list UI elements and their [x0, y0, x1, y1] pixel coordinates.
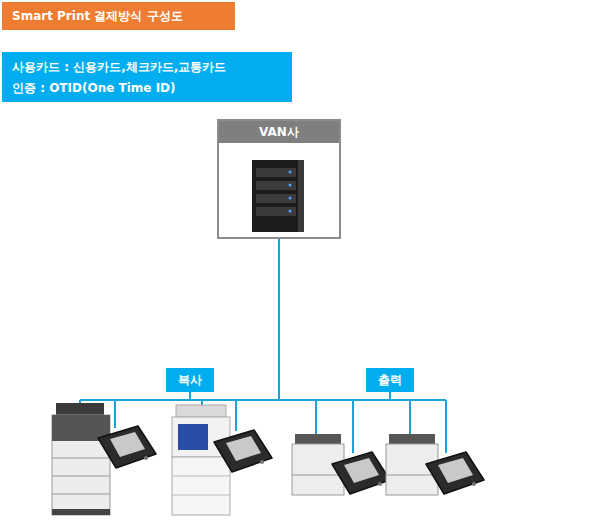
copier-symbol — [172, 405, 230, 515]
tray-line — [52, 476, 110, 477]
copier-cabinet — [172, 457, 230, 515]
title-bar: Smart Print 결제방식 구성도 — [2, 2, 235, 30]
box-text: 복사 — [166, 368, 214, 392]
drop-line — [445, 400, 447, 453]
printer-body — [292, 444, 344, 495]
copier-scanner — [56, 403, 104, 415]
printer-symbol — [292, 434, 344, 495]
bus-line — [80, 399, 446, 401]
copier-base — [52, 509, 110, 515]
drop-line — [79, 400, 81, 404]
tray-line — [292, 475, 344, 476]
tray-line — [172, 476, 230, 477]
drop-line — [235, 400, 237, 431]
box-text: 사용카드 : 신용카드,체크카드,교통카드 — [12, 57, 282, 78]
tray-line — [172, 495, 230, 496]
server-box: VAN사 — [217, 119, 341, 239]
printer-body — [386, 444, 438, 495]
group-tag: 출력 — [366, 368, 414, 392]
copier-panel — [52, 415, 110, 441]
tray-line — [52, 458, 110, 459]
box-text: 인증 : OTID(One Time ID) — [12, 78, 282, 99]
copier-body — [172, 417, 230, 457]
info-box: 사용카드 : 신용카드,체크카드,교통카드인증 : OTID(One Time … — [2, 52, 292, 102]
copier-body — [52, 415, 110, 515]
printer-top — [389, 434, 435, 444]
drop-line — [201, 400, 203, 406]
drop-line — [315, 400, 317, 434]
printer-top — [295, 434, 341, 444]
card-reader — [98, 426, 156, 468]
copier-scanner — [176, 405, 226, 417]
drop-line — [352, 400, 354, 453]
tray-line — [52, 494, 110, 495]
drop-line — [114, 400, 116, 428]
box-text: 출력 — [366, 368, 414, 392]
card-reader — [332, 452, 390, 494]
group-tag: 복사 — [166, 368, 214, 392]
card-reader — [426, 452, 484, 494]
box-header: VAN사 — [219, 121, 339, 143]
drop-line — [409, 400, 411, 434]
copier-symbol — [52, 403, 110, 515]
tray-line — [386, 475, 438, 476]
card-reader — [214, 430, 272, 472]
printer-symbol — [386, 434, 438, 495]
copier-panel — [178, 424, 208, 450]
